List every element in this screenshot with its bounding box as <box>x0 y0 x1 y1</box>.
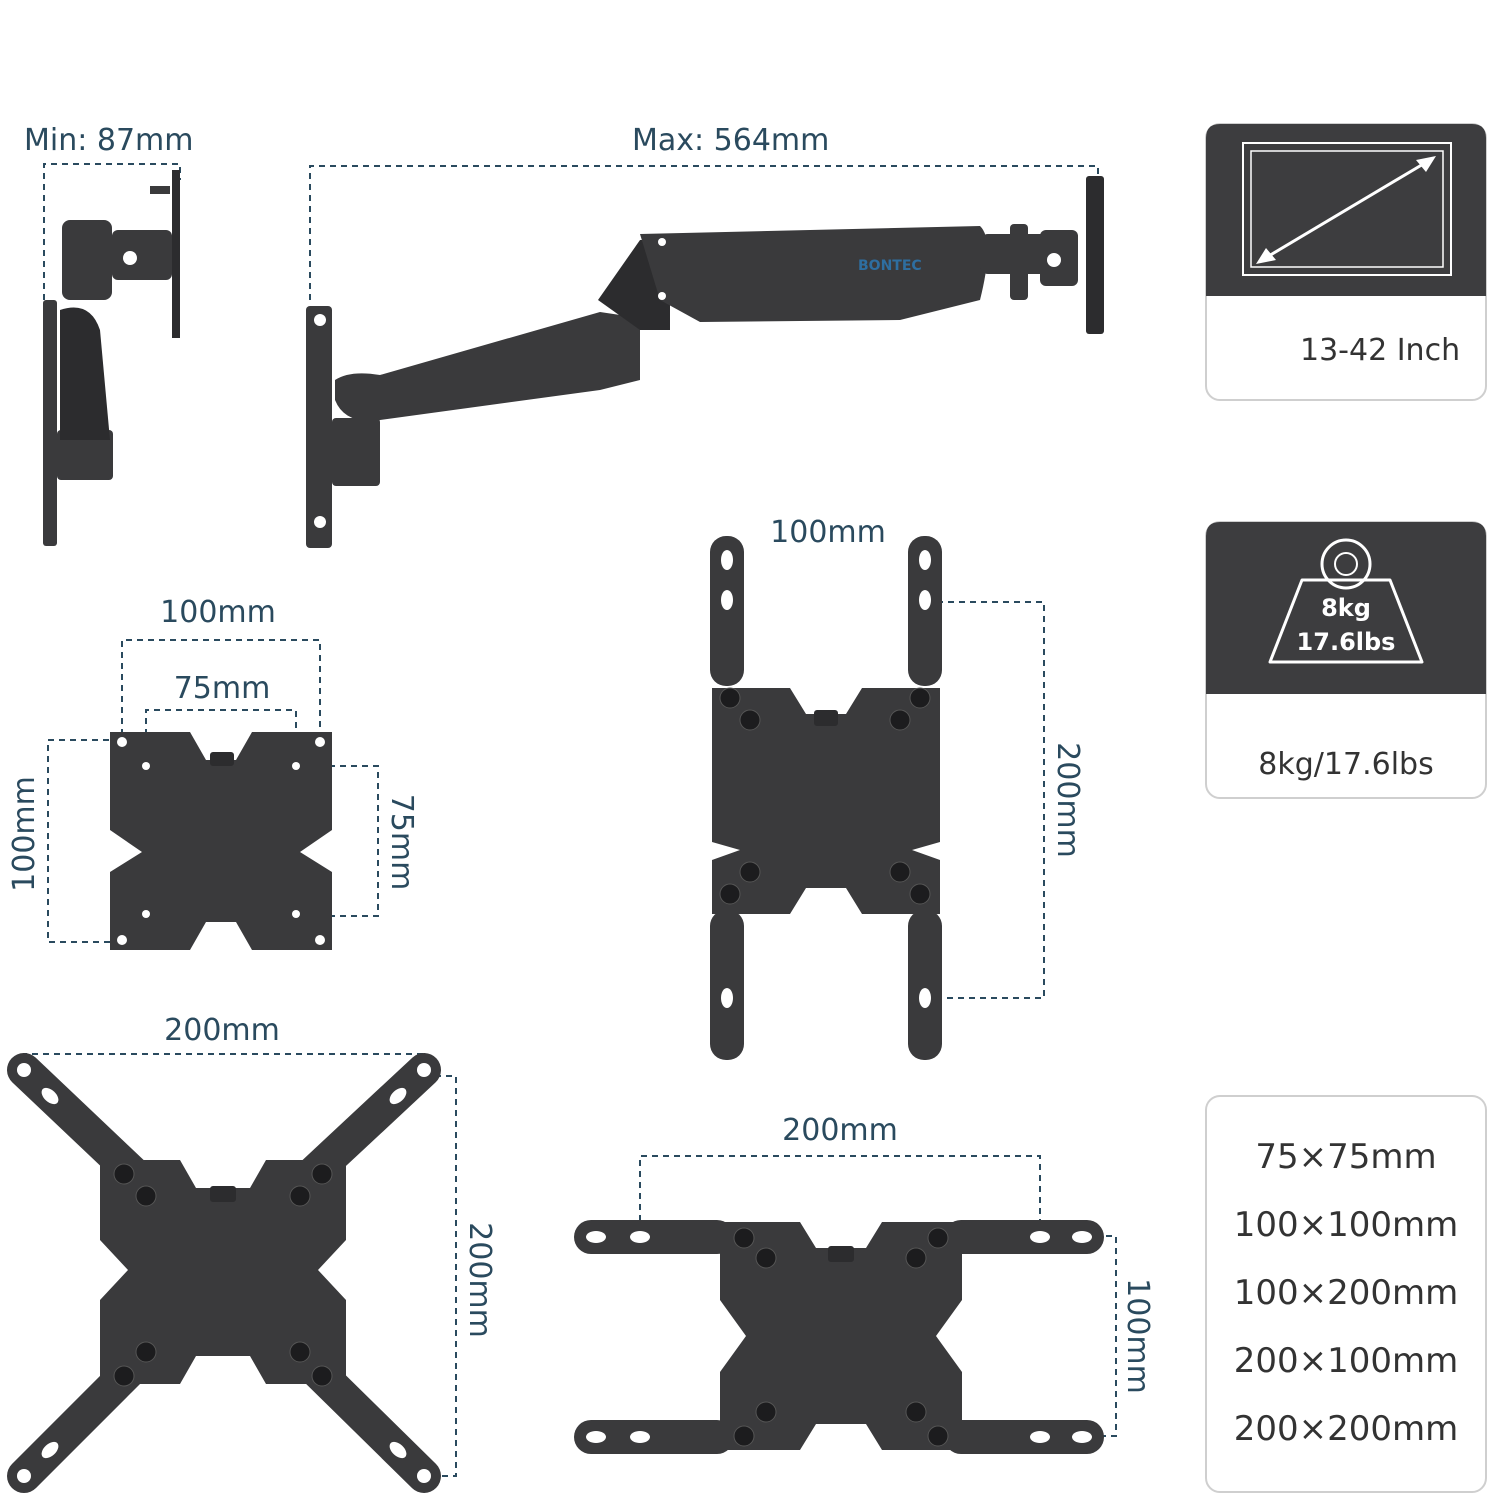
plate-large-height-label: 200mm <box>462 1222 497 1338</box>
vesa-plate-large: 200mm 200mm <box>7 1013 497 1493</box>
vesa-list-card: 75×75mm 100×100mm 100×200mm 200×100mm 20… <box>1205 1095 1487 1493</box>
min-depth-label: Min: 87mm <box>24 123 194 158</box>
plate-large-width-label: 200mm <box>164 1013 280 1048</box>
plate-vertical-width-label: 100mm <box>770 515 886 550</box>
plate-vertical-height-label: 200mm <box>1050 742 1085 858</box>
svg-text:8kg: 8kg <box>1321 594 1371 622</box>
weight-text: 8kg/17.6lbs <box>1258 747 1433 782</box>
plate-small-width-inner-label: 75mm <box>174 671 271 706</box>
arm-side-view-min: Min: 87mm <box>24 123 194 546</box>
vesa-plate-small: 100mm 75mm 100mm 75mm <box>7 595 419 950</box>
vesa-item: 200×200mm <box>1234 1409 1459 1449</box>
vesa-plate-horizontal: 200mm 100mm <box>574 1113 1155 1454</box>
brand-logo: BONTEC <box>858 258 922 274</box>
vesa-item: 75×75mm <box>1255 1137 1436 1177</box>
plate-small-width-outer-label: 100mm <box>160 595 276 630</box>
svg-text:17.6lbs: 17.6lbs <box>1297 628 1396 656</box>
plate-small-height-outer-label: 100mm <box>7 776 42 892</box>
screen-size-text: 13-42 Inch <box>1300 333 1460 368</box>
arm-extended-view: Max: 564mm BONTEC <box>306 123 1104 548</box>
max-depth-dimension-line <box>309 165 1099 300</box>
plate-horizontal-width-label: 200mm <box>782 1113 898 1148</box>
vesa-item: 100×100mm <box>1234 1205 1459 1245</box>
vesa-item: 100×200mm <box>1234 1273 1459 1313</box>
max-depth-label: Max: 564mm <box>632 123 829 158</box>
vesa-plate-vertical: 100mm 200mm <box>710 515 1085 1060</box>
plate-small-height-inner-label: 75mm <box>384 794 419 891</box>
diagonal-arrow-icon <box>1261 158 1431 262</box>
weight-icon: 8kg 17.6lbs <box>1268 538 1424 664</box>
vesa-item: 200×100mm <box>1234 1341 1459 1381</box>
plate-horizontal-height-label: 100mm <box>1120 1278 1155 1394</box>
weight-card: 8kg 17.6lbs 8kg/17.6lbs <box>1205 521 1487 799</box>
screen-size-card: 13-42 Inch <box>1205 123 1487 401</box>
